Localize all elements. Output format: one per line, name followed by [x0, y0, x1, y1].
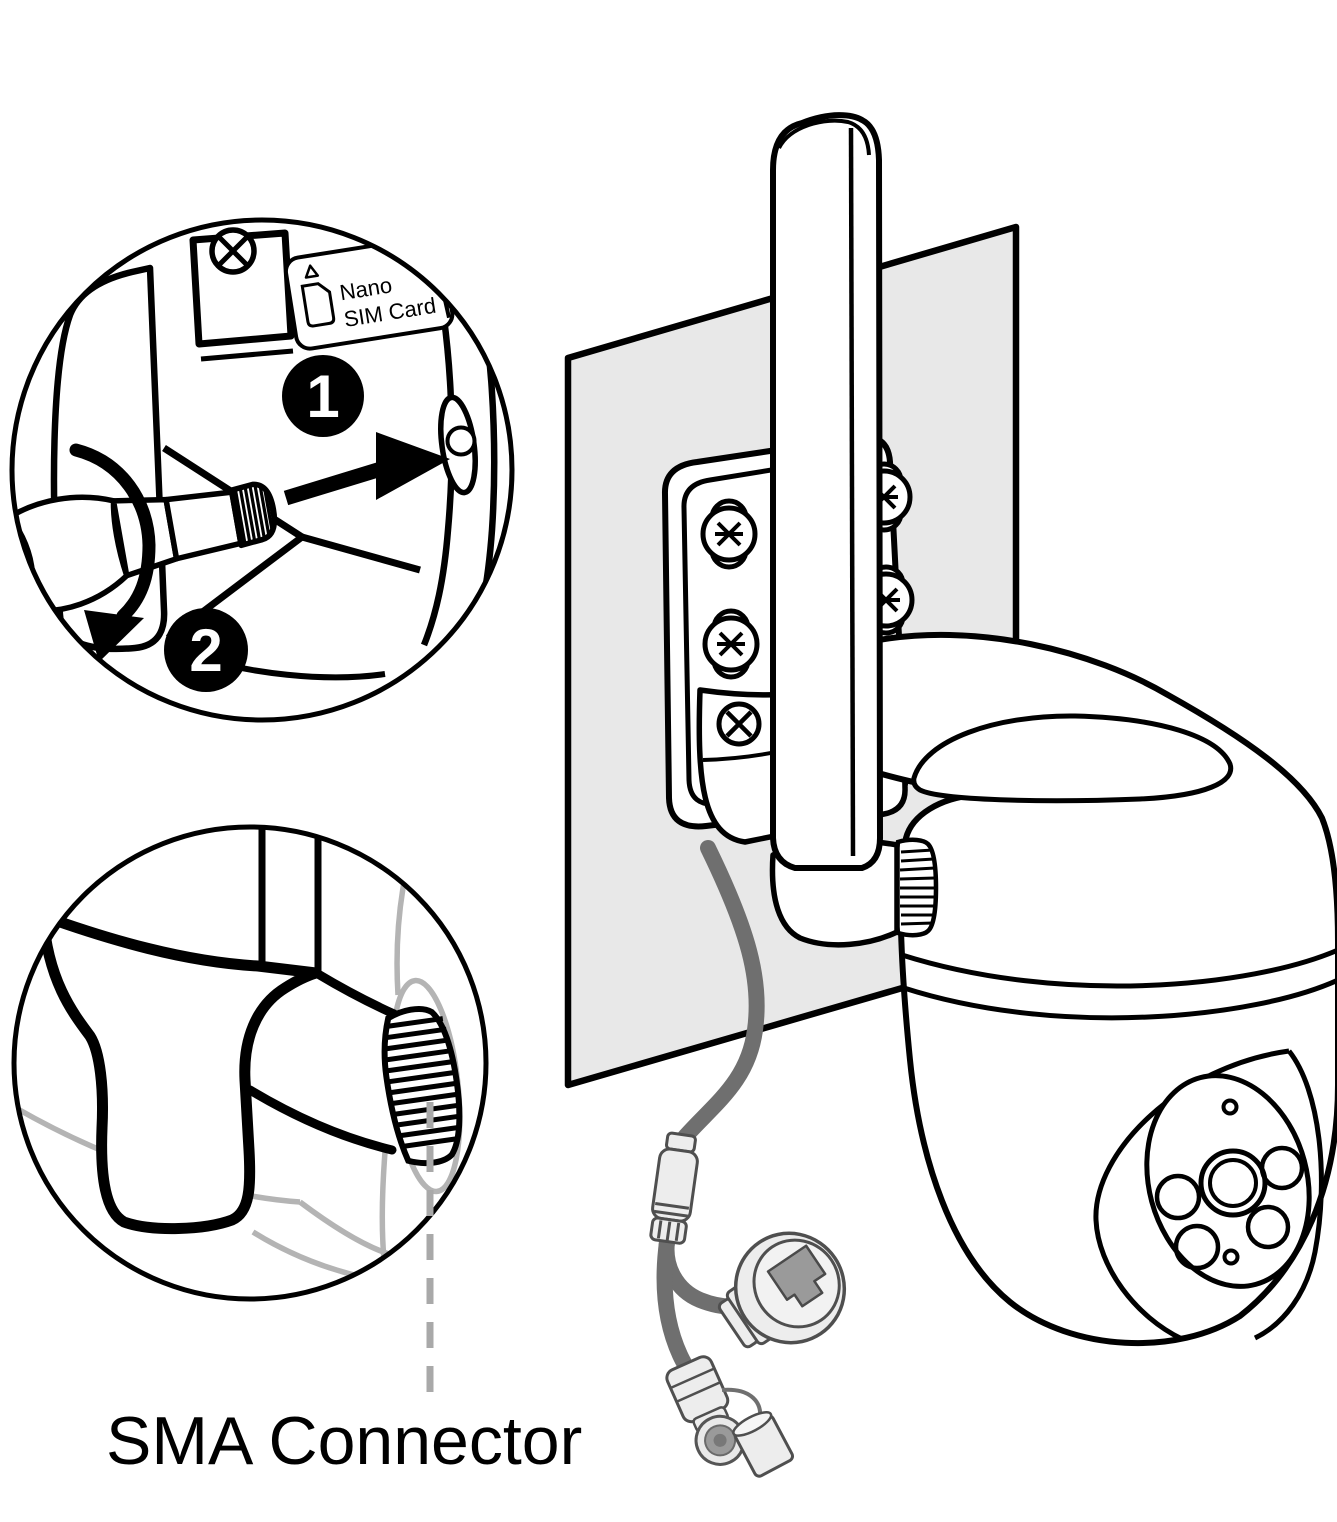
inline-connector [649, 1131, 699, 1245]
ir-dot [1221, 1098, 1239, 1116]
thread-hatch [228, 481, 278, 549]
phillips-screw-icon [715, 521, 743, 547]
ir-dot [1222, 1248, 1240, 1266]
lens-face [1093, 1048, 1324, 1342]
body-seam-lines [901, 947, 1337, 1021]
antenna-side-view [14, 481, 278, 614]
step-2-number: 2 [189, 617, 222, 684]
camera-body [865, 631, 1337, 1347]
step-1-number: 1 [306, 363, 339, 430]
insert-arrow-icon [283, 432, 450, 506]
antenna-blade [770, 112, 883, 871]
dome-top-seam [911, 713, 1234, 804]
rj45-jack-icon [766, 1244, 827, 1308]
flat-screw-icon [725, 710, 753, 738]
caption-sma-connector: SMA Connector [106, 1403, 582, 1479]
led-light [1259, 1145, 1305, 1191]
inset-sma-closeup [11, 824, 489, 1302]
led-light [1154, 1173, 1202, 1221]
led-light [1173, 1223, 1221, 1271]
step-1-badge: 1 [282, 355, 364, 437]
knurled-sma-thread [381, 1006, 463, 1167]
screw-icon [209, 227, 257, 275]
bracket-screw [716, 701, 762, 747]
sma-connector-knurl [892, 837, 939, 938]
phillips-screw-icon [717, 631, 745, 657]
led-light [1245, 1204, 1291, 1250]
plug-cap [732, 1411, 795, 1478]
alignment-triangle-icon [304, 264, 320, 279]
step-2-badge: 2 [164, 608, 248, 692]
plate-screw-2 [702, 608, 760, 680]
power-plug [665, 1355, 746, 1466]
sim-card-icon [300, 282, 336, 328]
antenna-base-outline [37, 829, 399, 1235]
plate-screw-1 [700, 498, 758, 570]
lens [1198, 1148, 1268, 1218]
ethernet-connector [717, 1231, 847, 1349]
inset-antenna-install: Nano SIM Card [9, 217, 515, 723]
rotate-arrow-icon [69, 443, 156, 662]
